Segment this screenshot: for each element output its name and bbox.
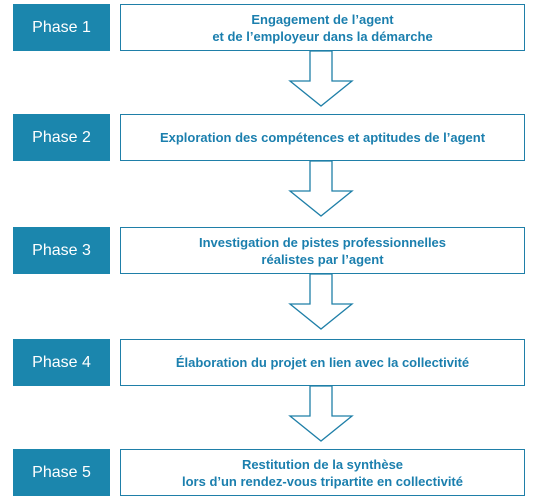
phase-5-label: Phase 5	[13, 449, 110, 496]
phase-3-label: Phase 3	[13, 227, 110, 274]
phase-3-box: Investigation de pistes professionnelles…	[120, 227, 525, 274]
phase-4-box: Élaboration du projet en lien avec la co…	[120, 339, 525, 386]
phase-1-box: Engagement de l’agent et de l’employeur …	[120, 4, 525, 51]
phase-2-label: Phase 2	[13, 114, 110, 161]
down-arrow-icon	[288, 386, 354, 442]
phase-2-text: Exploration des compétences et aptitudes…	[159, 130, 486, 145]
phase-3-text: Investigation de pistes professionnelles…	[198, 234, 447, 267]
phase-5-box: Restitution de la synthèse lors d’un ren…	[120, 449, 525, 496]
phase-4-text: Élaboration du projet en lien avec la co…	[175, 355, 470, 370]
down-arrow-icon	[288, 51, 354, 107]
phase-2-box: Exploration des compétences et aptitudes…	[120, 114, 525, 161]
down-arrow-icon	[288, 274, 354, 330]
phase-1-label: Phase 1	[13, 4, 110, 51]
phase-4-label: Phase 4	[13, 339, 110, 386]
phase-1-text: Engagement de l’agent et de l’employeur …	[212, 11, 433, 44]
phase-5-text: Restitution de la synthèse lors d’un ren…	[181, 456, 463, 489]
down-arrow-icon	[288, 161, 354, 217]
